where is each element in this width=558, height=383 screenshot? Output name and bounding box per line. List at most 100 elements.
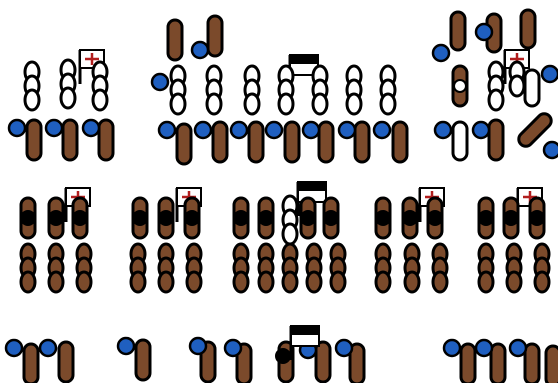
short-unit-icon bbox=[49, 272, 63, 292]
short-unit-icon bbox=[283, 272, 297, 292]
black-token-icon bbox=[185, 211, 199, 225]
short-unit-icon bbox=[159, 272, 173, 292]
short-unit-icon bbox=[454, 80, 466, 92]
blue-token-icon bbox=[303, 122, 319, 138]
tall-unit-icon bbox=[355, 122, 369, 162]
short-unit-icon bbox=[131, 272, 145, 292]
blue-token-icon bbox=[231, 122, 247, 138]
tall-unit-icon bbox=[168, 20, 182, 60]
short-unit-icon bbox=[259, 272, 273, 292]
black-token-icon bbox=[403, 211, 417, 225]
blue-token-icon bbox=[433, 45, 449, 61]
blue-token-icon bbox=[542, 66, 558, 82]
tall-unit-icon bbox=[453, 122, 467, 160]
blue-token-icon bbox=[40, 340, 56, 356]
short-unit-icon bbox=[347, 94, 361, 114]
black-token-icon bbox=[133, 211, 147, 225]
short-unit-icon bbox=[283, 224, 297, 244]
short-unit-icon bbox=[279, 94, 293, 114]
black-token-icon bbox=[276, 349, 290, 363]
short-unit-icon bbox=[479, 272, 493, 292]
black-token-icon bbox=[21, 211, 35, 225]
short-unit-icon bbox=[25, 90, 39, 110]
short-unit-icon bbox=[77, 272, 91, 292]
blue-token-icon bbox=[544, 142, 558, 158]
short-unit-icon bbox=[381, 94, 395, 114]
short-unit-icon bbox=[21, 272, 35, 292]
short-unit-icon bbox=[433, 272, 447, 292]
black-token-icon bbox=[428, 211, 442, 225]
tall-unit-icon bbox=[316, 342, 330, 382]
black-token-icon bbox=[234, 211, 248, 225]
blue-token-icon bbox=[374, 122, 390, 138]
flag-band bbox=[290, 55, 318, 64]
short-unit-icon bbox=[207, 94, 221, 114]
tall-unit-icon bbox=[393, 122, 407, 162]
short-unit-icon bbox=[405, 272, 419, 292]
tall-unit-icon bbox=[521, 10, 535, 48]
short-unit-icon bbox=[61, 88, 75, 108]
tall-unit-icon bbox=[99, 120, 113, 160]
short-unit-icon bbox=[307, 272, 321, 292]
tall-unit-icon bbox=[491, 344, 505, 383]
short-unit-icon bbox=[234, 272, 248, 292]
tall-unit-icon bbox=[285, 122, 299, 162]
flag-band bbox=[291, 326, 319, 335]
short-unit-icon bbox=[510, 76, 524, 96]
tall-unit-icon bbox=[249, 122, 263, 162]
tall-unit-icon bbox=[136, 340, 150, 380]
blue-token-icon bbox=[510, 340, 526, 356]
blue-token-icon bbox=[83, 120, 99, 136]
short-unit-icon bbox=[313, 94, 327, 114]
black-token-icon bbox=[49, 211, 63, 225]
tall-unit-icon bbox=[319, 122, 333, 162]
short-unit-icon bbox=[489, 90, 503, 110]
black-token-icon bbox=[159, 211, 173, 225]
short-unit-icon bbox=[187, 272, 201, 292]
tall-unit-icon bbox=[525, 70, 539, 106]
black-token-icon bbox=[479, 211, 493, 225]
blue-token-icon bbox=[444, 340, 460, 356]
short-unit-icon bbox=[171, 94, 185, 114]
blue-token-icon bbox=[336, 340, 352, 356]
black-token-icon bbox=[530, 211, 544, 225]
blue-token-icon bbox=[190, 338, 206, 354]
short-unit-icon bbox=[245, 94, 259, 114]
blue-token-icon bbox=[476, 24, 492, 40]
tall-unit-icon bbox=[451, 12, 465, 50]
short-unit-icon bbox=[535, 272, 549, 292]
blue-token-icon bbox=[435, 122, 451, 138]
short-unit-icon bbox=[376, 272, 390, 292]
blue-token-icon bbox=[152, 74, 168, 90]
tall-unit-icon bbox=[59, 342, 73, 382]
tall-unit-icon bbox=[208, 16, 222, 56]
blue-token-icon bbox=[6, 340, 22, 356]
black-token-icon bbox=[259, 211, 273, 225]
blue-token-icon bbox=[159, 122, 175, 138]
black-token-icon bbox=[301, 211, 315, 225]
tall-unit-icon bbox=[24, 344, 38, 383]
blue-token-icon bbox=[46, 120, 62, 136]
blue-token-icon bbox=[192, 42, 208, 58]
short-unit-icon bbox=[93, 90, 107, 110]
blue-token-icon bbox=[476, 340, 492, 356]
tall-unit-icon bbox=[177, 124, 191, 164]
blue-token-icon bbox=[266, 122, 282, 138]
blue-token-icon bbox=[195, 122, 211, 138]
black-token-icon bbox=[376, 211, 390, 225]
blue-token-icon bbox=[9, 120, 25, 136]
black-token-icon bbox=[73, 211, 87, 225]
blue-token-icon bbox=[339, 122, 355, 138]
tall-unit-icon bbox=[546, 346, 558, 383]
blue-token-icon bbox=[473, 122, 489, 138]
tall-unit-icon bbox=[461, 344, 475, 383]
black-token-icon bbox=[504, 211, 518, 225]
tall-unit-icon bbox=[63, 120, 77, 160]
blue-token-icon bbox=[118, 338, 134, 354]
black-token-icon bbox=[324, 211, 338, 225]
flag-band bbox=[298, 182, 326, 191]
short-unit-icon bbox=[331, 272, 345, 292]
blue-token-icon bbox=[225, 340, 241, 356]
